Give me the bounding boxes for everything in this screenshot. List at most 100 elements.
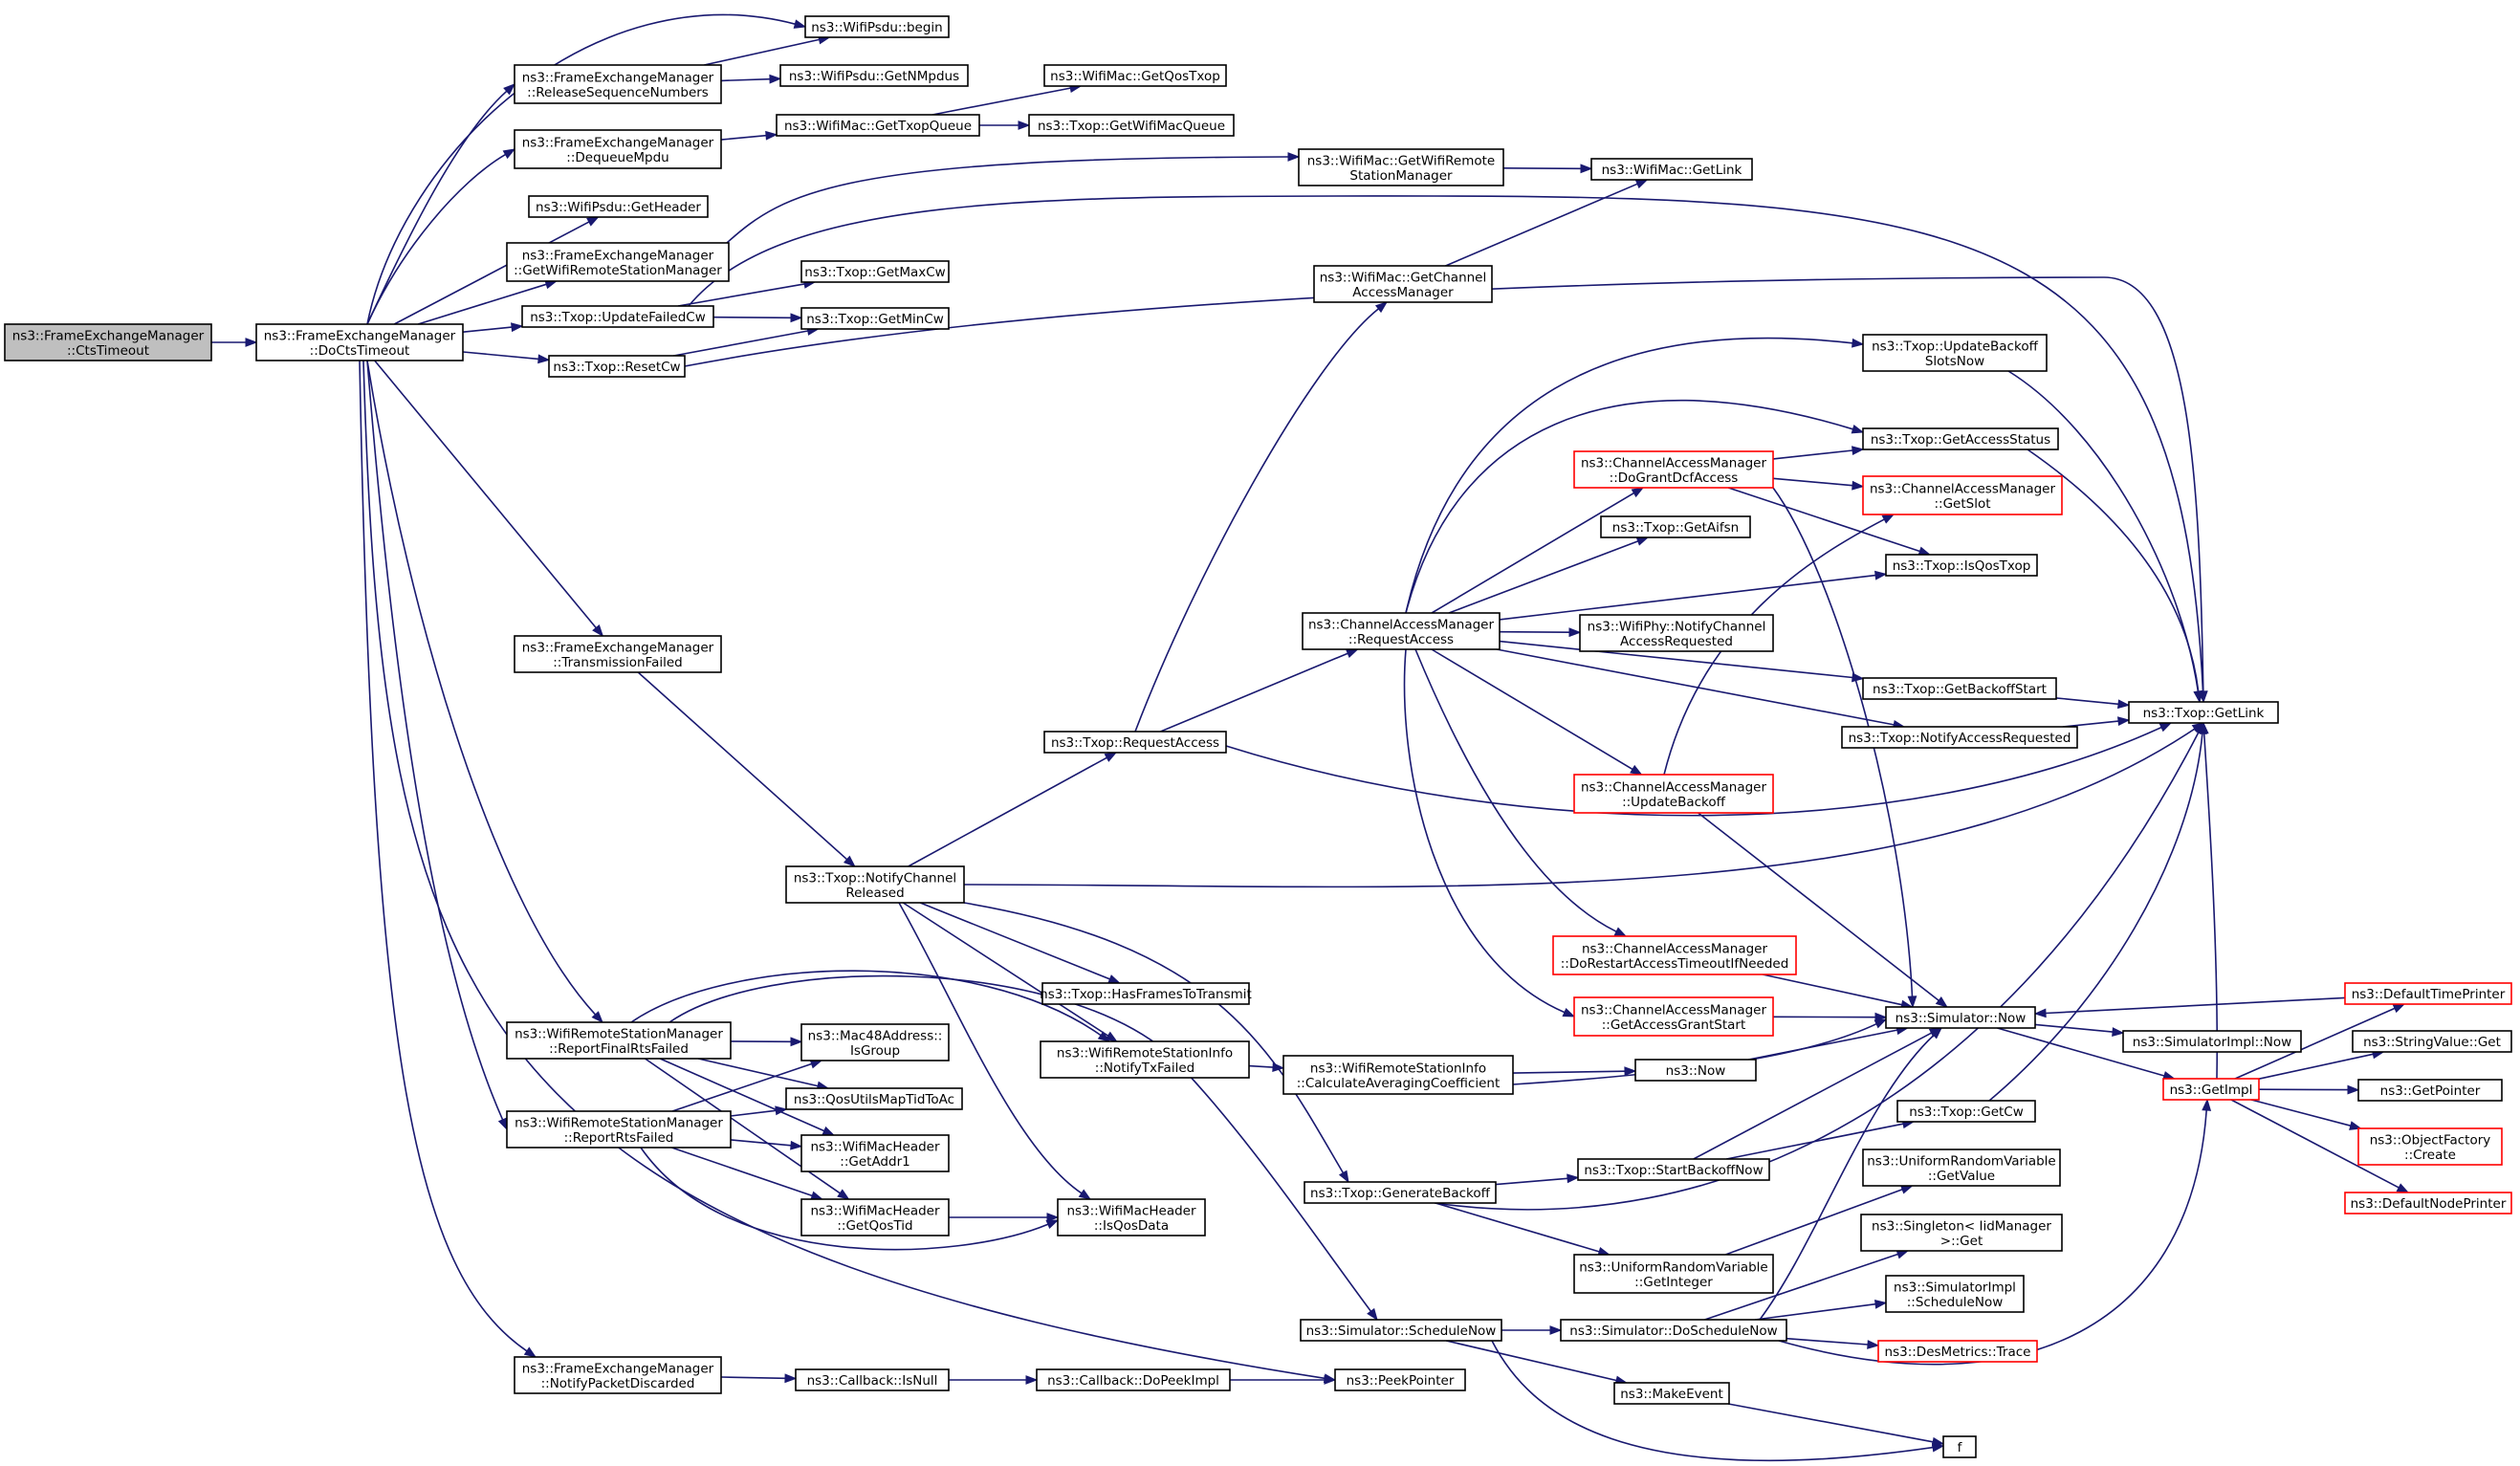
node-sim_doschedulenow[interactable]: ns3::Simulator::DoScheduleNow (1560, 1319, 1787, 1342)
node-getinteger[interactable]: ns3::UniformRandomVariable::GetInteger (1573, 1254, 1774, 1294)
node-defaulttimeprinter[interactable]: ns3::DefaultTimePrinter (2344, 982, 2512, 1005)
node-notifypktdiscarded[interactable]: ns3::FrameExchangeManager::NotifyPacketD… (514, 1356, 722, 1394)
node-simimplnow[interactable]: ns3::SimulatorImpl::Now (2122, 1030, 2302, 1053)
node-makeevent[interactable]: ns3::MakeEvent (1613, 1382, 1730, 1405)
node-cam_request[interactable]: ns3::ChannelAccessManager::RequestAccess (1302, 612, 1501, 650)
node-txfailed[interactable]: ns3::FrameExchangeManager::TransmissionF… (514, 635, 722, 673)
node-ns3now[interactable]: ns3::Now (1634, 1059, 1757, 1082)
node-dorestart[interactable]: ns3::ChannelAccessManager::DoRestartAcce… (1552, 935, 1797, 975)
node-hasframes[interactable]: ns3::Txop::HasFramesToTransmit (1040, 982, 1252, 1005)
edge-line (720, 134, 767, 141)
node-getwifimacqueue[interactable]: ns3::Txop::GetWifiMacQueue (1028, 114, 1235, 137)
node-getaifsn[interactable]: ns3::Txop::GetAifsn (1600, 515, 1751, 538)
node-getmincw[interactable]: ns3::Txop::GetMinCw (800, 307, 950, 330)
node-txop_getlink[interactable]: ns3::Txop::GetLink (2128, 701, 2279, 724)
node-dogrant[interactable]: ns3::ChannelAccessManager::DoGrantDcfAcc… (1573, 450, 1774, 489)
edge-line (1754, 1302, 1876, 1321)
arrowhead (1580, 164, 1593, 174)
edge-notifychrel-to-genbackoff (963, 902, 1349, 1184)
node-reportfinal[interactable]: ns3::WifiRemoteStationManager::ReportFin… (506, 1021, 732, 1060)
node-simnow[interactable]: ns3::Simulator::Now (1885, 1006, 2036, 1029)
edge-line (2027, 449, 2200, 692)
node-getslot[interactable]: ns3::ChannelAccessManager::GetSlot (1862, 475, 2063, 515)
node-getimpl[interactable]: ns3::GetImpl (2162, 1078, 2260, 1101)
node-getheader[interactable]: ns3::WifiPsdu::GetHeader (528, 195, 709, 218)
node-gettxopqueue[interactable]: ns3::WifiMac::GetTxopQueue (776, 114, 980, 137)
node-label: ns3::FrameExchangeManager (264, 328, 456, 343)
node-notifychreq[interactable]: ns3::WifiPhy::NotifyChannelAccessRequest… (1579, 614, 1774, 652)
node-f[interactable]: f (1942, 1435, 1977, 1458)
node-mac48[interactable]: ns3::Mac48Address::IsGroup (800, 1023, 950, 1061)
arrowhead (1635, 536, 1650, 546)
node-cam_updatebackoff[interactable]: ns3::ChannelAccessManager::UpdateBackoff (1573, 774, 1774, 814)
arrowhead (1874, 1018, 1888, 1029)
node-notifytxfailed[interactable]: ns3::WifiRemoteStationInfo::NotifyTxFail… (1040, 1040, 1250, 1079)
edge-line (712, 316, 792, 319)
node-calcavg[interactable]: ns3::WifiRemoteStationInfo::CalculateAve… (1282, 1055, 1514, 1095)
node-qosutils[interactable]: ns3::QosUtilsMapTidToAc (785, 1087, 963, 1110)
edge-sim_schedulenow-to-makeevent (1446, 1340, 1629, 1386)
node-mac_getrsm[interactable]: ns3::WifiMac::GetWifiRemoteStationManage… (1298, 148, 1504, 186)
node-psdubegin[interactable]: ns3::WifiPsdu::begin (804, 15, 950, 38)
node-label: ::CalculateAveragingCoefficient (1297, 1076, 1501, 1091)
edge-line (640, 1147, 1049, 1251)
node-getmaxcw[interactable]: ns3::Txop::GetMaxCw (800, 260, 950, 283)
node-resetcw[interactable]: ns3::Txop::ResetCw (548, 355, 686, 378)
node-label: AccessRequested (1620, 634, 1733, 649)
node-sim_schedulenow[interactable]: ns3::Simulator::ScheduleNow (1300, 1319, 1502, 1342)
node-getaccessgrant[interactable]: ns3::ChannelAccessManager::GetAccessGran… (1573, 996, 1774, 1037)
node-genbackoff[interactable]: ns3::Txop::GenerateBackoff (1304, 1181, 1497, 1204)
node-isqosdata[interactable]: ns3::WifiMacHeader::IsQosData (1057, 1198, 1206, 1236)
node-singleton[interactable]: ns3::Singleton< IidManager >::Get (1860, 1214, 2063, 1252)
node-getqostid[interactable]: ns3::WifiMacHeader::GetQosTid (800, 1198, 950, 1236)
edge-line (1997, 1027, 2165, 1077)
node-getaccessstatus[interactable]: ns3::Txop::GetAccessStatus (1862, 427, 2059, 450)
node-getnmpdus[interactable]: ns3::WifiPsdu::GetNMpdus (779, 64, 969, 87)
node-simimplschedule[interactable]: ns3::SimulatorImpl::ScheduleNow (1885, 1275, 2025, 1313)
node-txop_getcw[interactable]: ns3::Txop::GetCw (1896, 1100, 2036, 1123)
node-docts[interactable]: ns3::FrameExchangeManager::DoCtsTimeout (255, 323, 464, 361)
edge-docts-to-resetcw (462, 351, 551, 364)
node-notifyaccessreq[interactable]: ns3::Txop::NotifyAccessRequested (1841, 726, 2078, 749)
node-stringget[interactable]: ns3::StringValue::Get (2352, 1030, 2512, 1053)
node-reportrts[interactable]: ns3::WifiRemoteStationManager::ReportRts… (506, 1110, 732, 1149)
edge-notifychrel-to-hasframes (919, 902, 1121, 984)
node-cts[interactable]: ns3::FrameExchangeManager::CtsTimeout (4, 323, 212, 361)
arrowhead (245, 338, 258, 347)
node-fem_getrsm[interactable]: ns3::FrameExchangeManager::GetWifiRemote… (506, 242, 730, 282)
node-cb_dopeek[interactable]: ns3::Callback::DoPeekImpl (1036, 1368, 1231, 1391)
node-txop_request[interactable]: ns3::Txop::RequestAccess (1043, 731, 1227, 754)
edge-line (1160, 652, 1348, 733)
node-release[interactable]: ns3::FrameExchangeManager::ReleaseSequen… (514, 64, 722, 104)
edge-line (898, 902, 1083, 1194)
node-objfactory[interactable]: ns3::ObjectFactory::Create (2357, 1127, 2503, 1166)
node-getqostxop[interactable]: ns3::WifiMac::GetQosTxop (1043, 64, 1227, 87)
edge-reportrts-to-getaddr1 (730, 1139, 803, 1150)
node-updatefailedcw[interactable]: ns3::Txop::UpdateFailedCw (521, 305, 714, 328)
node-getvalue[interactable]: ns3::UniformRandomVariable::GetValue (1862, 1149, 2061, 1187)
node-label: ns3::Txop::RequestAccess (1051, 735, 1219, 751)
node-getbackoffstart[interactable]: ns3::Txop::GetBackoffStart (1862, 677, 2057, 700)
node-label: ns3::Txop::GetMaxCw (804, 265, 945, 280)
edge-line (1698, 812, 1939, 1001)
node-isqostxop[interactable]: ns3::Txop::IsQosTxop (1885, 554, 2038, 577)
node-defaultnodeprinter[interactable]: ns3::DefaultNodePrinter (2344, 1192, 2512, 1214)
node-box (1942, 1435, 1977, 1458)
node-mac_getlink[interactable]: ns3::WifiMac::GetLink (1590, 158, 1753, 181)
node-startbackoff[interactable]: ns3::Txop::StartBackoffNow (1577, 1158, 1770, 1181)
node-label: ::GetAccessGrantStart (1602, 1017, 1745, 1033)
node-desmetrics[interactable]: ns3::DesMetrics::Trace (1877, 1340, 2038, 1363)
edge-line (1762, 974, 1902, 1006)
node-box (1896, 1100, 2036, 1123)
node-getpointer[interactable]: ns3::GetPointer (2357, 1079, 2503, 1102)
node-cb_isnull[interactable]: ns3::Callback::IsNull (795, 1368, 950, 1391)
node-dequeue[interactable]: ns3::FrameExchangeManager::DequeueMpdu (514, 129, 722, 169)
node-peekpointer[interactable]: ns3::PeekPointer (1334, 1368, 1466, 1391)
arrowhead (1867, 1340, 1880, 1349)
node-label: ns3::DefaultTimePrinter (2352, 987, 2506, 1002)
node-getaddr1[interactable]: ns3::WifiMacHeader::GetAddr1 (800, 1134, 950, 1172)
edge-docts-to-notifypktdiscarded (359, 360, 537, 1358)
